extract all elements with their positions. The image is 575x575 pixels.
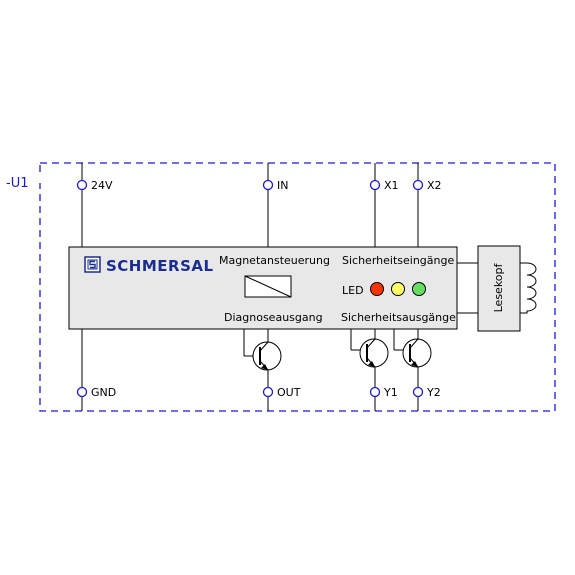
- terminal-24v[interactable]: [76, 179, 88, 191]
- transistor-icon: [243, 329, 282, 387]
- diag-output-label: Diagnoseausgang: [224, 311, 323, 324]
- schmersal-logo-icon: [84, 256, 101, 273]
- terminal-y1[interactable]: [369, 386, 381, 398]
- terminal-x2[interactable]: [412, 179, 424, 191]
- terminal-x2-label: X2: [427, 179, 442, 192]
- terminal-y2-label: Y2: [426, 386, 441, 399]
- terminal-out[interactable]: [262, 386, 274, 398]
- safety-inputs-label: Sicherheitseingänge: [342, 254, 454, 267]
- relay-coil-icon: [244, 275, 292, 298]
- terminal-gnd-label: GND: [91, 386, 116, 399]
- reading-head-label: Lesekopf: [492, 262, 505, 312]
- brand-name: SCHMERSAL: [106, 257, 214, 275]
- led-red: [370, 282, 384, 296]
- terminal-in-label: IN: [277, 179, 288, 192]
- device-boundary: [39, 162, 556, 412]
- terminal-x1[interactable]: [369, 179, 381, 191]
- terminal-gnd[interactable]: [76, 386, 88, 398]
- transistor-icon: [393, 329, 432, 387]
- terminal-out-label: OUT: [277, 386, 301, 399]
- terminal-in[interactable]: [262, 179, 274, 191]
- led-label: LED: [342, 284, 364, 297]
- led-green: [412, 282, 426, 296]
- terminal-24v-label: 24V: [91, 179, 113, 192]
- led-yellow: [391, 282, 405, 296]
- device-ref-label: -U1: [6, 176, 28, 191]
- terminal-y2[interactable]: [412, 386, 424, 398]
- reading-head-box: [477, 245, 521, 332]
- terminal-y1-label: Y1: [383, 386, 398, 399]
- terminal-x1-label: X1: [384, 179, 399, 192]
- transistor-icon: [350, 329, 389, 387]
- inductor-coil-icon: [520, 262, 537, 314]
- magnet-control-label: Magnetansteuerung: [219, 254, 330, 267]
- safety-outputs-label: Sicherheitsausgänge: [341, 311, 456, 324]
